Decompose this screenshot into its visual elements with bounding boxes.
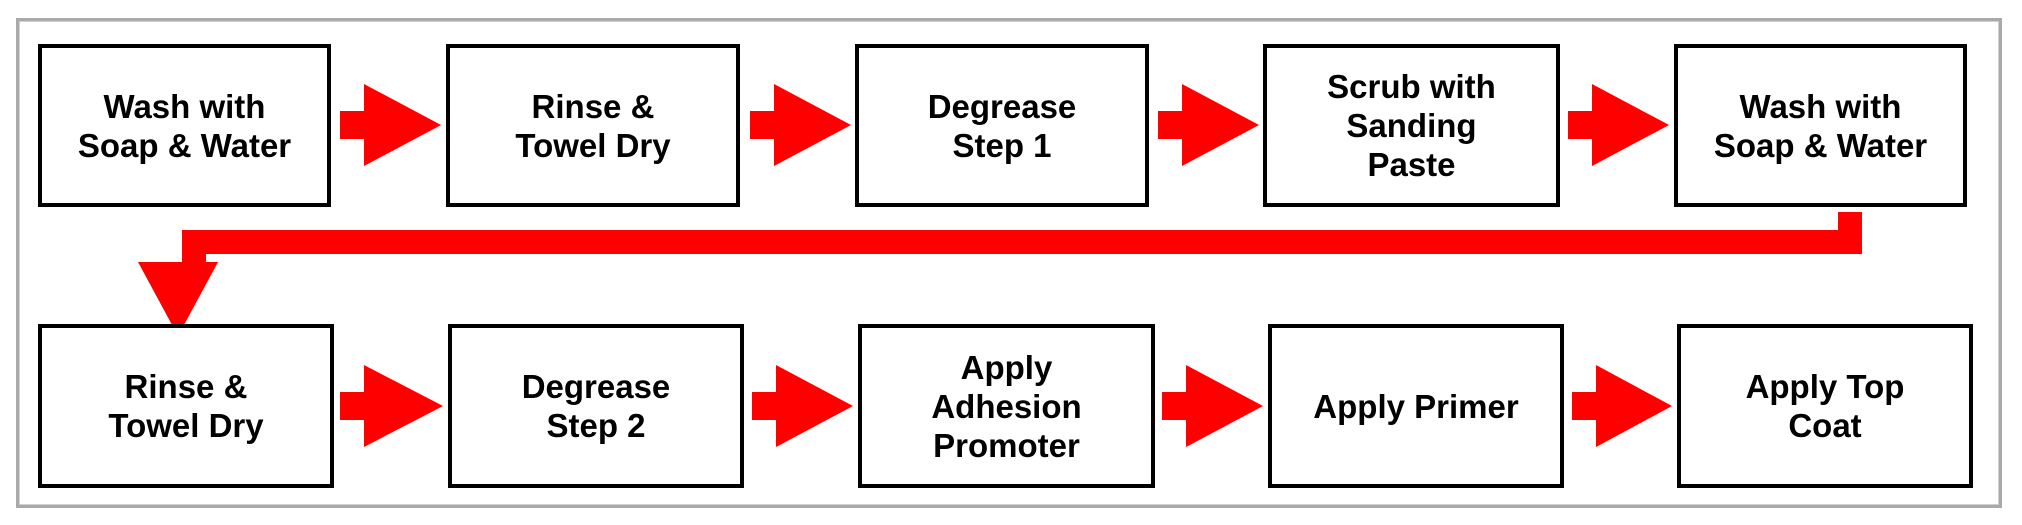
step-label: Wash with Soap & Water (77, 87, 292, 164)
step-scrub-sanding-paste: Scrub with Sanding Paste (1263, 44, 1560, 207)
step-apply-primer: Apply Primer (1268, 324, 1564, 488)
step-rinse-towel-dry-2: Rinse & Towel Dry (38, 324, 334, 488)
step-label: Scrub with Sanding Paste (1327, 68, 1496, 183)
step-degrease-2: Degrease Step 2 (448, 324, 744, 488)
step-label: Degrease Step 2 (521, 368, 671, 444)
step-apply-adhesion-promoter: Apply Adhesion Promoter (858, 324, 1155, 488)
step-label: Wash with Soap & Water (1713, 87, 1928, 164)
step-wash-soap-water-1: Wash with Soap & Water (38, 44, 331, 207)
step-degrease-1: Degrease Step 1 (855, 44, 1149, 207)
step-label: Rinse & Towel Dry (515, 87, 671, 164)
step-label: Apply Adhesion Promoter (931, 348, 1082, 464)
step-label: Rinse & Towel Dry (108, 368, 264, 444)
step-label: Apply Primer (1313, 387, 1519, 425)
step-wash-soap-water-2: Wash with Soap & Water (1674, 44, 1967, 207)
step-apply-top-coat: Apply Top Coat (1677, 324, 1973, 488)
step-rinse-towel-dry-1: Rinse & Towel Dry (446, 44, 740, 207)
step-label: Apply Top Coat (1745, 368, 1905, 444)
step-label: Degrease Step 1 (927, 87, 1077, 164)
